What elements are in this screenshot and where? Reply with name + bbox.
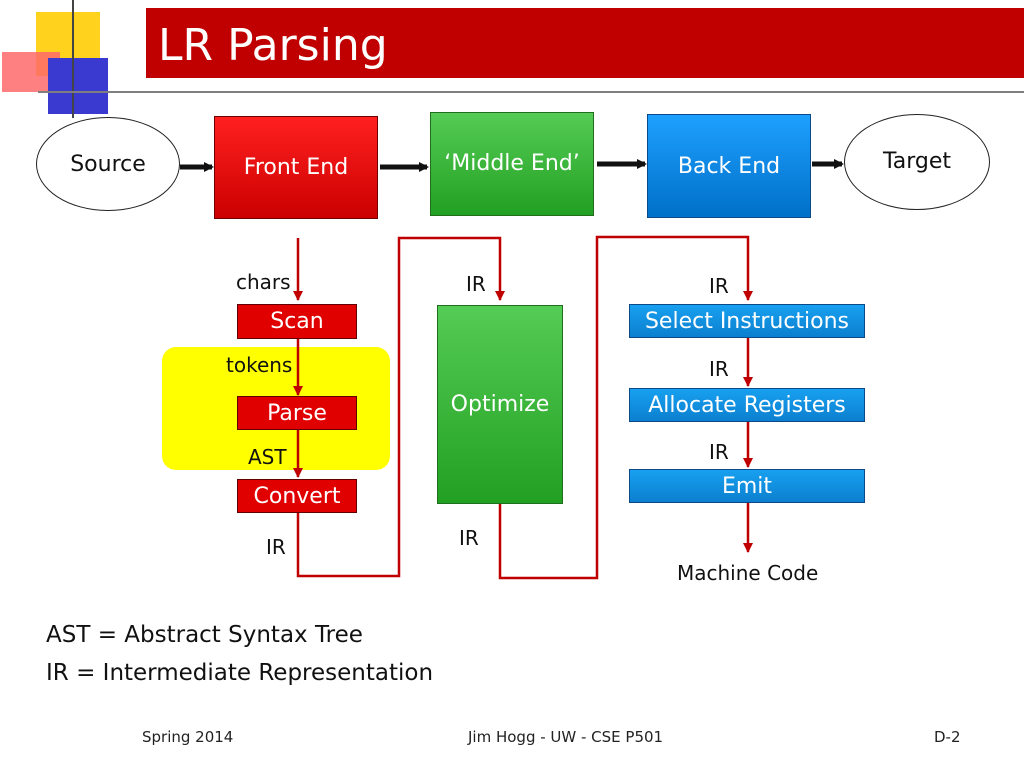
tokens-label: tokens: [226, 353, 293, 377]
footer-date: Spring 2014: [142, 728, 234, 746]
middle-end-label: ‘Middle End’: [444, 151, 580, 176]
parse-box: Parse: [237, 396, 357, 430]
back-ir-1-label: IR: [709, 357, 729, 381]
middle-end-box: ‘Middle End’: [430, 112, 594, 216]
back-ir-2-label: IR: [709, 440, 729, 464]
source-node: Source: [36, 117, 180, 211]
select-instructions-box: Select Instructions: [629, 304, 865, 338]
convert-box: Convert: [237, 479, 357, 513]
footer-author: Jim Hogg - UW - CSE P501: [468, 728, 664, 746]
front-end-label: Front End: [243, 155, 349, 180]
front-ir-label: IR: [266, 535, 286, 559]
convert-label: Convert: [253, 483, 341, 509]
ast-definition: AST = Abstract Syntax Tree: [46, 622, 363, 648]
back-ir-in-label: IR: [709, 274, 729, 298]
middle-ir-in-label: IR: [466, 272, 486, 296]
footer-page-number: D-2: [934, 728, 961, 746]
path-convert-optimize: [296, 236, 505, 578]
chars-label: chars: [236, 270, 291, 294]
optimize-box: Optimize: [437, 305, 563, 504]
title-bar: [146, 8, 1024, 78]
title-rule: [38, 91, 1024, 93]
optimize-label: Optimize: [450, 392, 550, 417]
ir-definition: IR = Intermediate Representation: [46, 660, 434, 686]
slide-title: LR Parsing: [158, 20, 388, 71]
parse-label: Parse: [267, 400, 327, 426]
path-optimize-select: [498, 235, 753, 580]
back-end-box: Back End: [647, 114, 811, 218]
front-end-box: Front End: [214, 116, 378, 219]
corner-blue-square: [48, 58, 108, 114]
allocate-registers-label: Allocate Registers: [648, 392, 846, 418]
target-label: Target: [882, 149, 952, 174]
target-node: Target: [844, 114, 990, 210]
source-label: Source: [70, 151, 146, 177]
scan-box: Scan: [237, 304, 357, 339]
back-end-label: Back End: [677, 153, 781, 179]
emit-label: Emit: [721, 473, 773, 499]
select-instructions-label: Select Instructions: [644, 308, 850, 334]
machine-code-label: Machine Code: [677, 561, 819, 585]
ast-label: AST: [248, 445, 287, 469]
emit-box: Emit: [629, 469, 865, 503]
middle-ir-out-label: IR: [459, 526, 479, 550]
allocate-registers-box: Allocate Registers: [629, 388, 865, 422]
corner-vertical-line: [72, 0, 74, 118]
scan-label: Scan: [270, 309, 324, 334]
